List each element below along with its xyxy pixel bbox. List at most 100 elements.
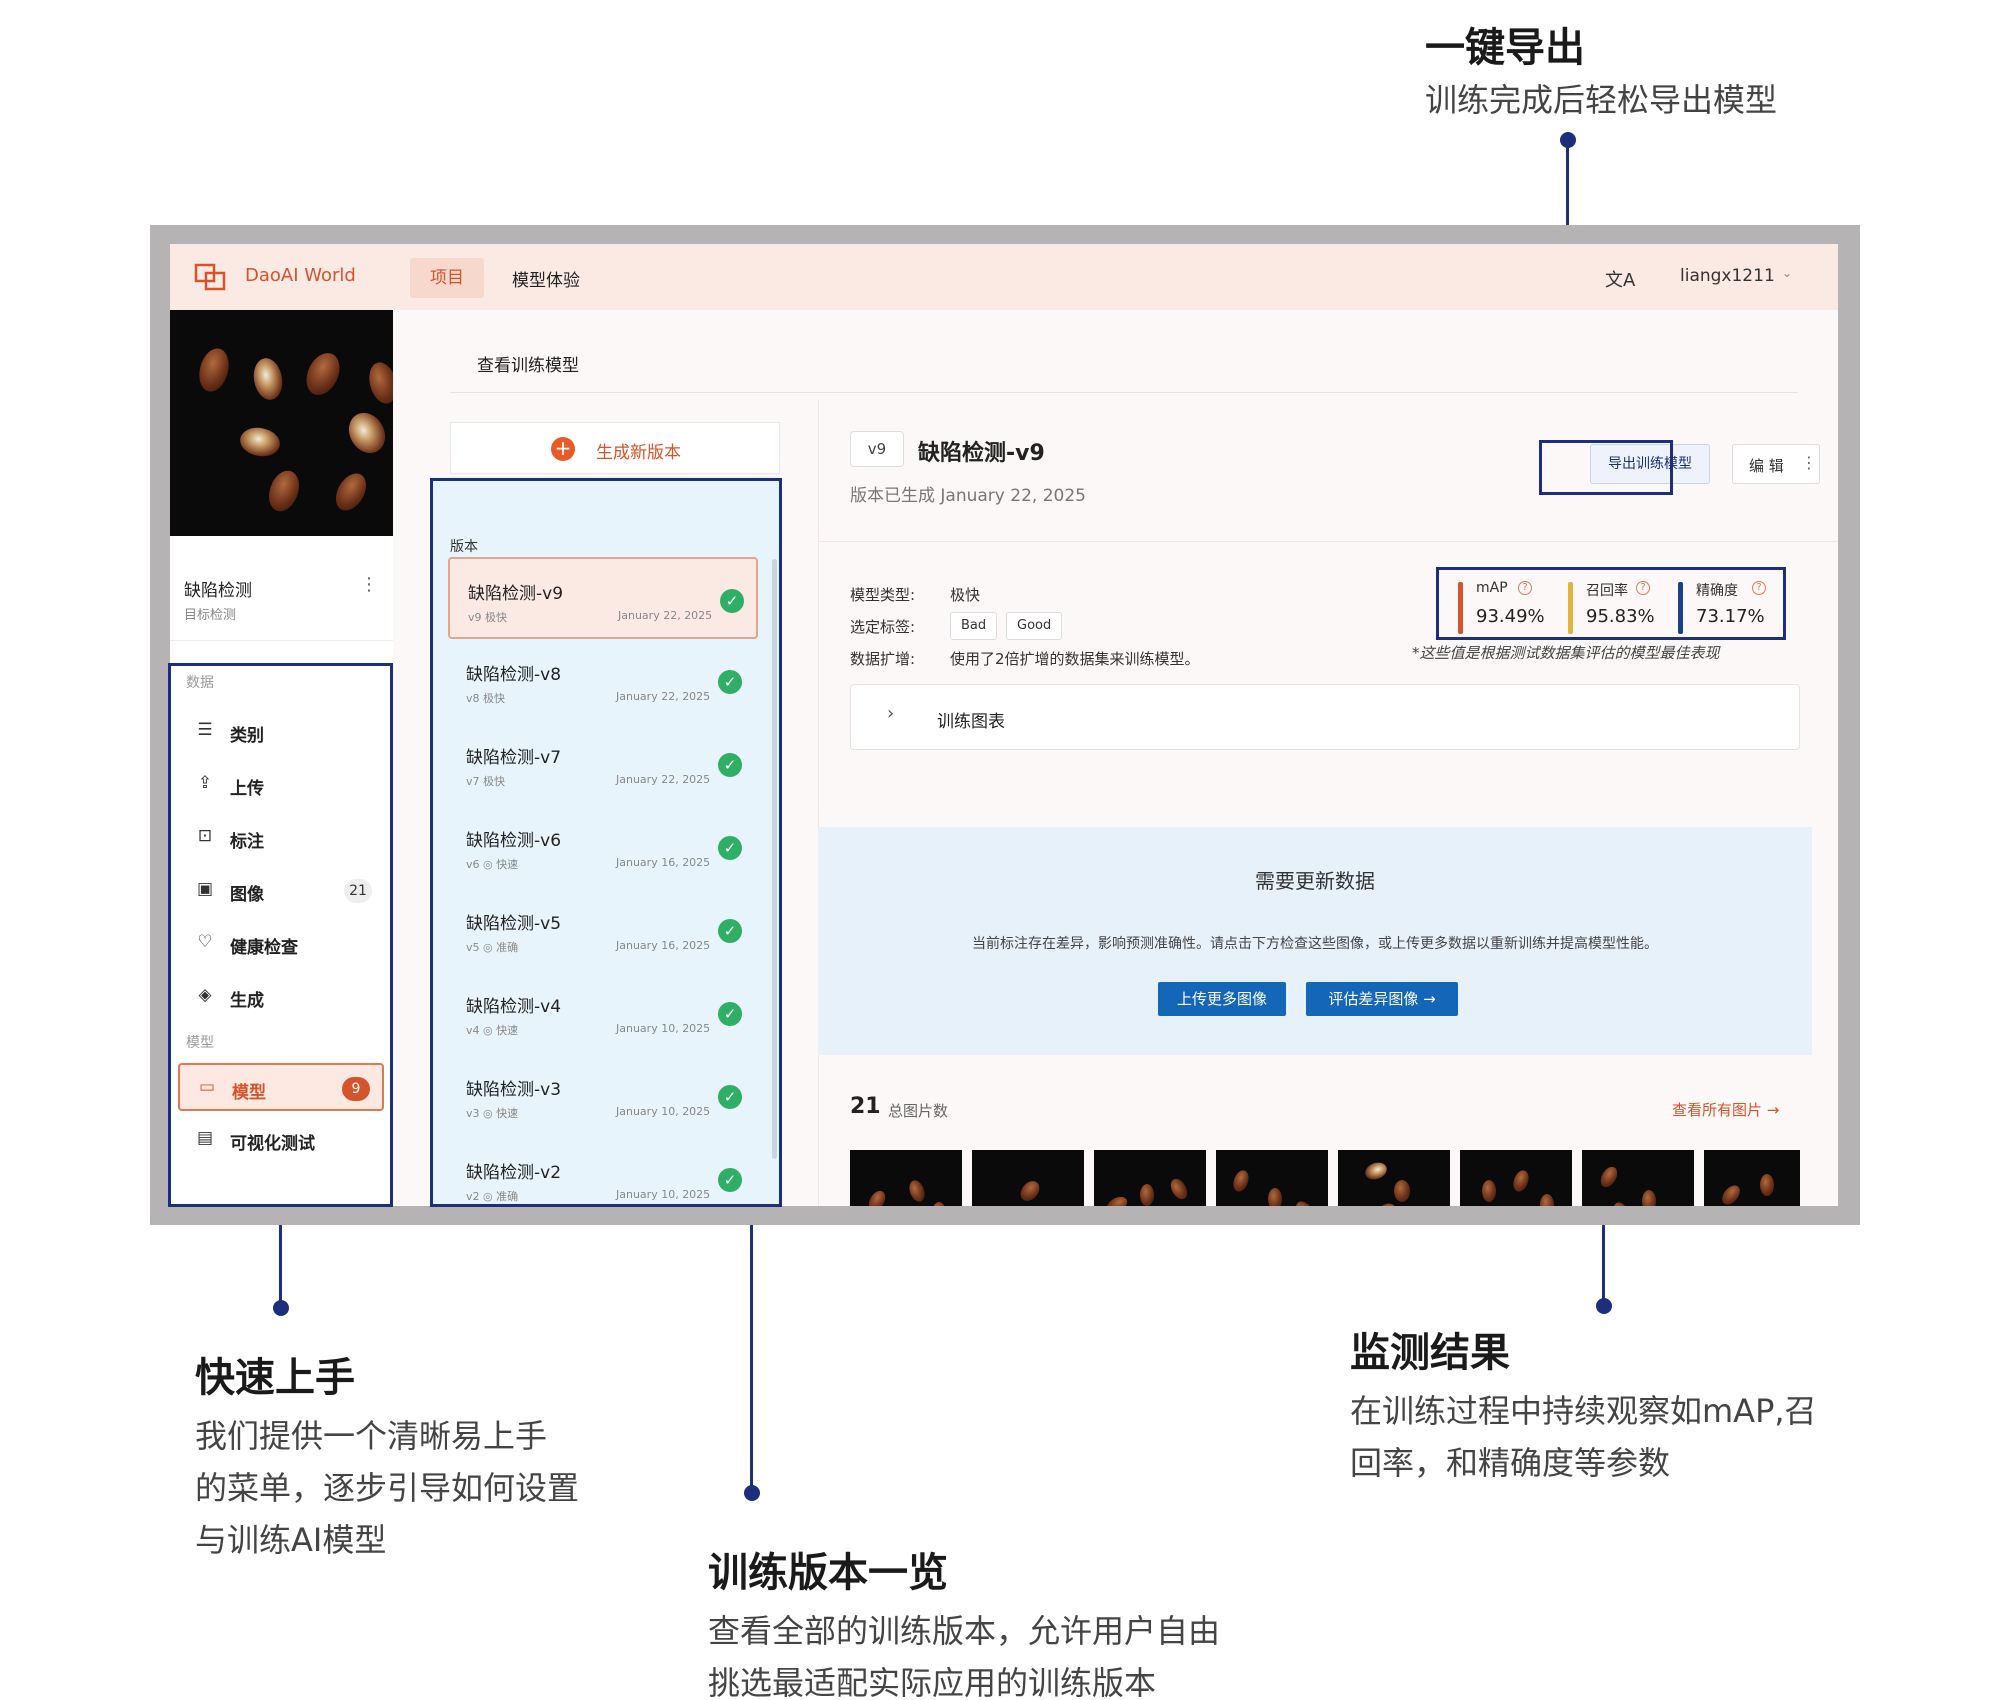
version-date: January 10, 2025 xyxy=(616,1105,711,1118)
divider xyxy=(818,541,1838,542)
sidebar-item-label: 模型 xyxy=(232,1083,266,1103)
augmentation-value: 使用了2倍扩增的数据集来训练模型。 xyxy=(950,650,1200,668)
sidebar-item-label: 图像 xyxy=(230,885,264,905)
count-badge: 21 xyxy=(344,879,372,903)
brand-name[interactable]: DaoAI World xyxy=(245,265,356,286)
gallery-image[interactable] xyxy=(972,1150,1084,1206)
section-label-model: 模型 xyxy=(186,1035,214,1051)
sidebar-item-label: 健康检查 xyxy=(230,938,298,958)
edit-button[interactable]: 编 辑 ⋮ xyxy=(1732,444,1820,484)
evaluate-images-button[interactable]: 评估差异图像 → xyxy=(1306,982,1458,1016)
version-item[interactable]: 缺陷检测-v3 v3 ◎ 快速 January 10, 2025 ✓ xyxy=(448,1055,758,1137)
version-item[interactable]: 缺陷检测-v2 v2 ◎ 准确 January 10, 2025 ✓ xyxy=(448,1138,758,1206)
version-name: 缺陷检测-v9 xyxy=(468,584,564,604)
monitor-pointer-dot xyxy=(1596,1298,1612,1314)
sidebar-item-label: 类别 xyxy=(230,726,264,746)
version-date: January 16, 2025 xyxy=(616,939,711,952)
gallery-image[interactable] xyxy=(1704,1150,1800,1206)
project-name: 缺陷检测 xyxy=(184,581,252,601)
highlight-box-versions xyxy=(430,478,782,1207)
version-generated-date: 版本已生成 January 22, 2025 xyxy=(850,486,1086,506)
upload-more-images-button[interactable]: 上传更多图像 xyxy=(1158,982,1286,1016)
version-date: January 16, 2025 xyxy=(616,856,711,869)
augmentation-key: 数据扩增: xyxy=(850,650,916,668)
metric-name: 召回率 xyxy=(1586,583,1628,599)
version-name: 缺陷检测-v2 xyxy=(466,1163,562,1183)
check-icon: ✓ xyxy=(718,919,742,943)
gallery-image[interactable] xyxy=(1460,1150,1572,1206)
document-icon: ▤ xyxy=(196,1128,214,1148)
sidebar-item-annotate[interactable]: ⊡ 标注 xyxy=(178,814,384,862)
plus-icon: + xyxy=(551,437,575,461)
heart-icon: ♡ xyxy=(197,932,213,952)
help-icon[interactable]: ? xyxy=(1518,581,1532,595)
version-item[interactable]: 缺陷检测-v9 v9 极快 January 22, 2025 ✓ xyxy=(448,557,758,639)
chevron-down-icon[interactable]: ⌄ xyxy=(1782,266,1793,280)
sidebar-item-generate[interactable]: ◈ 生成 xyxy=(178,973,384,1021)
gallery-image[interactable] xyxy=(1582,1150,1694,1206)
gallery-image[interactable] xyxy=(1338,1150,1450,1206)
chevron-right-icon: › xyxy=(887,703,895,724)
versions-pointer-dot xyxy=(744,1485,760,1501)
version-name: 缺陷检测-v4 xyxy=(466,997,562,1017)
logo-icon xyxy=(194,263,226,291)
sidebar-item-visual-test[interactable]: ▤ 可视化测试 xyxy=(178,1116,384,1164)
count-badge: 9 xyxy=(342,1077,370,1101)
gallery-image[interactable] xyxy=(850,1150,962,1206)
project-thumbnail xyxy=(170,310,393,536)
user-menu[interactable]: liangx1211 xyxy=(1680,266,1775,286)
model-type-key: 模型类型: xyxy=(850,586,916,604)
divider xyxy=(818,399,819,1206)
version-list-scrollbar[interactable] xyxy=(772,559,777,1159)
version-date: January 22, 2025 xyxy=(616,773,711,786)
gallery-image[interactable] xyxy=(1094,1150,1206,1206)
sidebar-item-models[interactable]: ▭ 模型 9 xyxy=(178,1063,384,1111)
nav-tab-project[interactable]: 项目 xyxy=(410,258,484,298)
version-tag: v9 xyxy=(850,431,904,467)
metric-precision: 精确度 ? 73.17% xyxy=(1678,576,1778,634)
training-chart-accordion[interactable]: › 训练图表 xyxy=(850,684,1800,750)
image-count-label: 总图片数 xyxy=(888,1102,949,1120)
version-list-header: 版本 xyxy=(450,539,478,555)
translate-icon[interactable]: 文A xyxy=(1605,270,1636,291)
version-meta: v9 极快 xyxy=(468,611,508,624)
annotation-versions-line: 查看全部的训练版本，允许用户自由 xyxy=(708,1612,1221,1650)
sidebar-item-classes[interactable]: ☰ 类别 xyxy=(178,708,384,756)
version-date: January 22, 2025 xyxy=(618,609,713,622)
help-icon[interactable]: ? xyxy=(1752,581,1766,595)
check-icon: ✓ xyxy=(718,753,742,777)
highlight-box-metrics xyxy=(1436,567,1786,640)
view-all-images-link[interactable]: 查看所有图片 → xyxy=(1672,1101,1780,1119)
annotation-monitor-title: 监测结果 xyxy=(1350,1330,1510,1376)
update-data-notice: 需要更新数据 当前标注存在差异，影响预测准确性。请点击下方检查这些图像，或上传更… xyxy=(818,827,1812,1055)
version-item[interactable]: 缺陷检测-v5 v5 ◎ 准确 January 16, 2025 ✓ xyxy=(448,889,758,971)
annotation-quickstart-line: 的菜单，逐步引导如何设置 xyxy=(195,1469,580,1507)
version-item[interactable]: 缺陷检测-v7 v7 极快 January 22, 2025 ✓ xyxy=(448,723,758,805)
nav-tab-model-demo[interactable]: 模型体验 xyxy=(512,271,580,291)
version-name: 缺陷检测-v5 xyxy=(466,914,562,934)
more-vertical-icon[interactable]: ⋮ xyxy=(360,574,378,595)
help-icon[interactable]: ? xyxy=(1636,581,1650,595)
sidebar-item-upload[interactable]: ⇪ 上传 xyxy=(178,761,384,809)
version-meta: v7 极快 xyxy=(466,775,506,788)
version-meta: v5 ◎ 准确 xyxy=(466,941,519,954)
sidebar-item-images[interactable]: ▣ 图像 21 xyxy=(178,867,384,915)
edit-button-label: 编 辑 xyxy=(1749,457,1784,475)
annotate-icon: ⊡ xyxy=(197,826,213,846)
label-chip: Good xyxy=(1006,612,1063,640)
annotation-quickstart-line: 我们提供一个清晰易上手 xyxy=(195,1417,548,1455)
version-date: January 22, 2025 xyxy=(616,690,711,703)
image-icon: ▣ xyxy=(196,879,214,899)
version-item[interactable]: 缺陷检测-v4 v4 ◎ 快速 January 10, 2025 ✓ xyxy=(448,972,758,1054)
generate-version-button[interactable]: + 生成新版本 xyxy=(450,422,780,474)
version-name: 缺陷检测-v8 xyxy=(466,665,562,685)
upload-icon: ⇪ xyxy=(197,773,213,793)
check-icon: ✓ xyxy=(718,1002,742,1026)
more-vertical-icon[interactable]: ⋮ xyxy=(1801,453,1817,472)
sidebar-item-health-check[interactable]: ♡ 健康检查 xyxy=(178,920,384,968)
version-meta: v2 ◎ 准确 xyxy=(466,1190,519,1203)
gallery-image[interactable] xyxy=(1216,1150,1328,1206)
version-item[interactable]: 缺陷检测-v6 v6 ◎ 快速 January 16, 2025 ✓ xyxy=(448,806,758,888)
version-item[interactable]: 缺陷检测-v8 v8 极快 January 22, 2025 ✓ xyxy=(448,640,758,722)
sidebar-item-label: 标注 xyxy=(230,832,264,852)
